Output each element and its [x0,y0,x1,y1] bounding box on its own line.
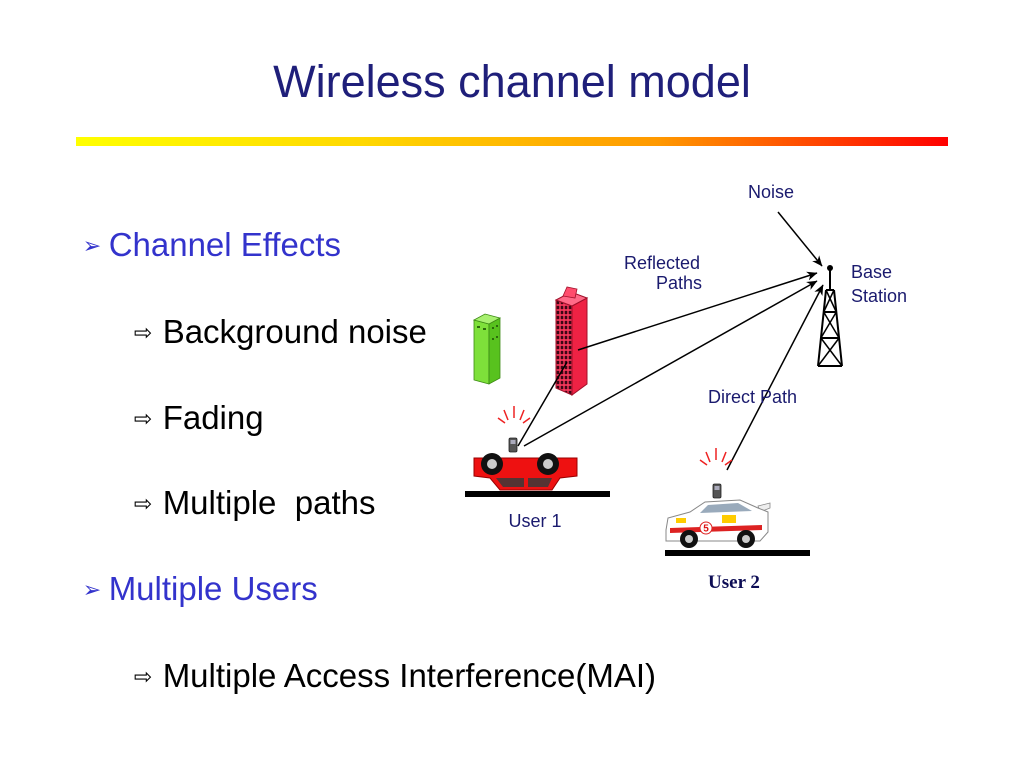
outline-right-arrow-icon: ⇨ [133,321,153,346]
user2-ground-line [665,550,810,556]
bullet-fading: ⇨ Fading [97,358,264,436]
green-building-icon [472,313,502,385]
noise-arrow [777,211,823,267]
user1-label: User 1 [508,511,561,531]
arrowhead-bullet-icon: ➢ [82,578,102,603]
slide-title: Wireless channel model [273,56,751,107]
base-station-label-line1: Base [851,262,892,282]
reflected-path-building-to-base [577,271,818,351]
user2-label: User 2 [708,572,760,593]
bullet-channel-effects: ➢Channel Effects [46,185,341,263]
bullet-mai: ⇨ Multiple Access Interference(MAI) [97,616,656,694]
bullet-multiple-users: ➢Multiple Users [46,529,318,607]
base-station-tower-icon [817,265,843,367]
bullet-text: Multiple Users [108,570,318,607]
user1-ground-line [465,491,610,497]
user1-signal-burst-icon [497,406,531,424]
white-race-car-icon: 5 [665,499,771,548]
outline-right-arrow-icon: ⇨ [133,492,153,517]
bullet-background-noise: ⇨ Background noise [97,272,427,350]
red-car-icon [473,453,578,491]
user2-signal-burst-icon [699,448,733,466]
bullet-text: Multiple Access Interference(MAI) [162,657,657,694]
outline-right-arrow-icon: ⇨ [133,407,153,432]
accent-gradient-bar [76,137,948,146]
reflected-path-user1-to-base [523,280,818,447]
signal-paths [517,211,824,471]
user1-mobile-phone-icon [508,437,518,453]
user1-to-building-path [517,361,568,447]
red-building-icon [554,286,589,396]
bullet-multiple-paths: ⇨ Multiple paths [97,443,376,521]
reflected-paths-label-line2: Paths [656,273,702,293]
outline-right-arrow-icon: ⇨ [133,665,153,690]
direct-path-user2-to-base [726,284,824,471]
direct-path-label: Direct Path [708,387,797,407]
user2-mobile-phone-icon [712,483,722,499]
bullet-text: Fading [162,399,264,436]
bullet-text: Background noise [162,313,427,350]
bullet-text: Channel Effects [108,226,342,263]
user2-car-number: 5 [703,524,709,535]
reflected-paths-label-line1: Reflected [624,253,700,273]
arrowhead-bullet-icon: ➢ [82,234,102,259]
base-station-label-line2: Station [851,286,907,306]
noise-label: Noise [748,182,794,202]
bullet-text: Multiple paths [162,484,376,521]
